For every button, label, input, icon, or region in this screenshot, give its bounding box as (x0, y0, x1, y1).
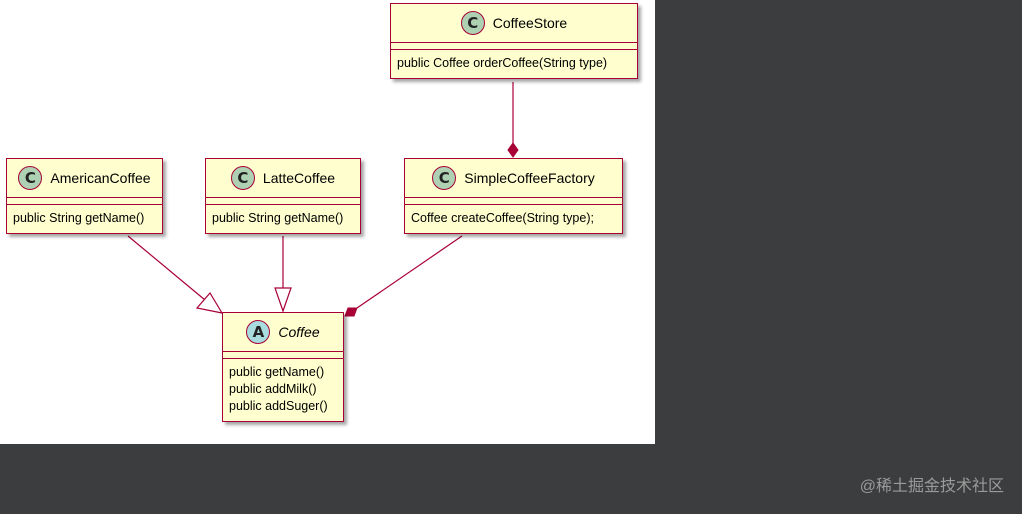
edge-coffeestore-simplecoffeefactory (507, 82, 519, 158)
class-stereotype-icon: C (18, 166, 43, 190)
class-header: C CoffeeStore (391, 4, 637, 42)
methods-compartment: public Coffee orderCoffee(String type) (391, 49, 637, 78)
method: Coffee createCoffee(String type); (411, 211, 594, 225)
class-header: A Coffee (223, 313, 343, 351)
method: public String getName() (13, 211, 145, 225)
methods-compartment: public String getName() (206, 204, 360, 233)
class-coffeestore[interactable]: C CoffeeStore public Coffee orderCoffee(… (390, 3, 638, 79)
method: public addSuger() (229, 399, 328, 413)
method: public Coffee orderCoffee(String type) (397, 56, 608, 70)
class-header: C LatteCoffee (206, 159, 360, 197)
class-americancoffee[interactable]: C AmericanCoffee public String getName() (6, 158, 163, 234)
watermark: @稀土掘金技术社区 (859, 478, 1004, 495)
relationship-edges (127, 82, 519, 317)
edge-lattecoffee-coffee (274, 236, 292, 313)
method: public addMilk() (229, 382, 317, 396)
class-name: LatteCoffee (262, 170, 336, 186)
class-name: AmericanCoffee (50, 170, 151, 186)
class-name: Coffee (278, 324, 320, 340)
edge-simplecoffeefactory-coffee (344, 235, 463, 317)
inheritance-arrowhead (195, 291, 224, 314)
inheritance-arrowhead (274, 287, 292, 313)
class-lattecoffee[interactable]: C LatteCoffee public String getName() (205, 158, 361, 234)
method: public getName() (229, 365, 325, 379)
composition-diamond (344, 307, 358, 317)
composition-diamond (507, 142, 519, 158)
fields-compartment (7, 197, 162, 204)
fields-compartment (223, 351, 343, 358)
class-stereotype-icon: C (230, 166, 255, 190)
class-simplecoffeefactory[interactable]: C SimpleCoffeeFactory Coffee createCoffe… (404, 158, 623, 234)
class-header: C SimpleCoffeeFactory (405, 159, 622, 197)
methods-compartment: Coffee createCoffee(String type); (405, 204, 622, 233)
diagram-canvas: C CoffeeStore public Coffee orderCoffee(… (0, 0, 655, 444)
method: public String getName() (212, 211, 344, 225)
methods-compartment: public getName() public addMilk() public… (223, 358, 343, 421)
edge-americancoffee-coffee (127, 235, 224, 314)
class-name: SimpleCoffeeFactory (464, 170, 595, 186)
class-stereotype-icon: C (460, 11, 485, 35)
fields-compartment (206, 197, 360, 204)
class-coffee[interactable]: A Coffee public getName() public addMilk… (222, 312, 344, 422)
class-header: C AmericanCoffee (7, 159, 162, 197)
methods-compartment: public String getName() (7, 204, 162, 233)
fields-compartment (405, 197, 622, 204)
fields-compartment (391, 42, 637, 49)
class-stereotype-icon: C (432, 166, 457, 190)
class-name: CoffeeStore (492, 15, 568, 31)
abstract-stereotype-icon: A (246, 320, 271, 344)
